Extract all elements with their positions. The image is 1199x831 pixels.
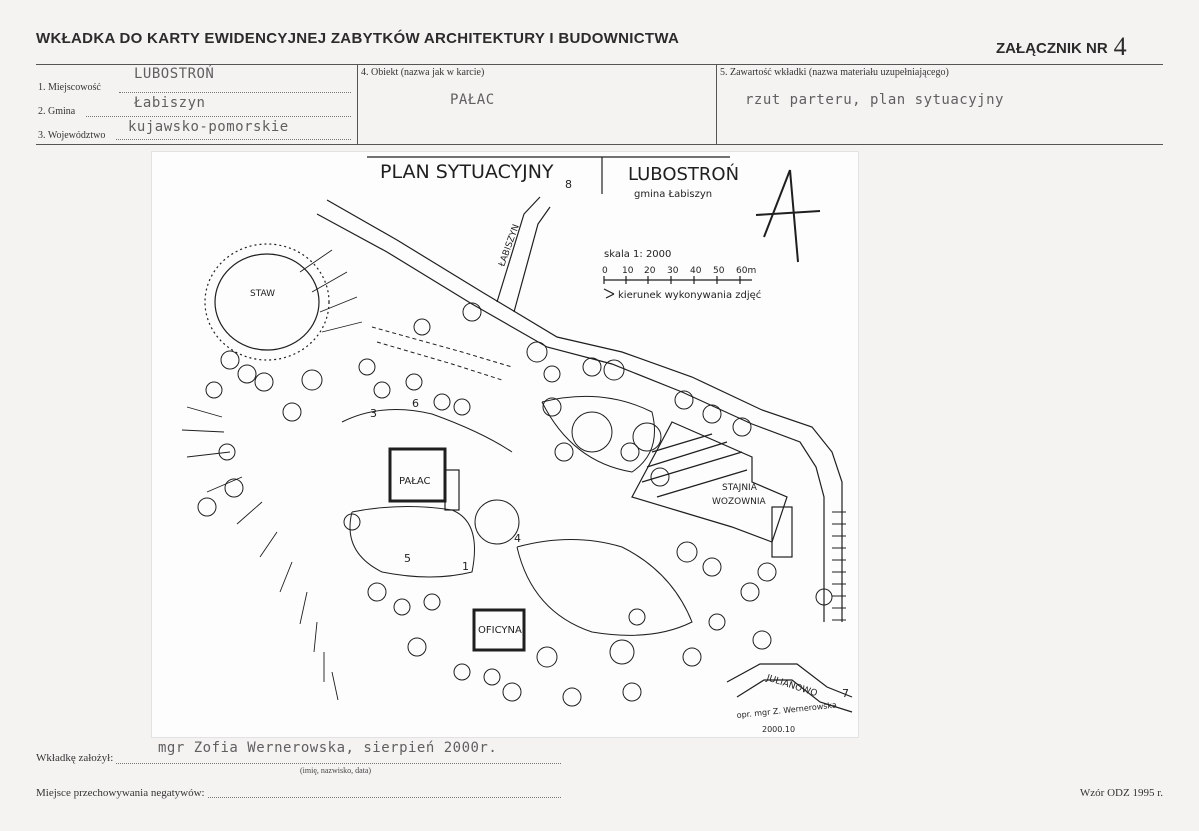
gmina-line: [86, 116, 351, 117]
author-label: Wkładkę założył:: [36, 752, 114, 764]
annex-label: ZAŁĄCZNIK NR 4: [996, 30, 1127, 61]
photo-point-5: 5: [404, 552, 411, 565]
zawartosc-label: 5. Zawartość wkładki (nazwa materiału uz…: [720, 67, 949, 78]
gmina-label: 2. Gmina: [38, 106, 76, 117]
scale-bar: [603, 276, 752, 284]
gmina-value: Łabiszyn: [134, 95, 206, 111]
scale-tick-10: 10: [622, 266, 634, 276]
pond: [204, 243, 330, 361]
plan-title: PLAN SYTUACYJNY: [380, 161, 554, 183]
site-plan: PLAN SYTUACYJNY LUBOSTROŃ gmina Łabiszyn…: [152, 152, 858, 737]
obiekt-label: 4. Obiekt (nazwa jak w karcie): [361, 67, 485, 78]
road-label-julianowo: JULIANOWO: [764, 673, 818, 699]
miejscowosc-line: [119, 92, 351, 93]
site-plan-drawing: PLAN SYTUACYJNY LUBOSTROŃ gmina Łabiszyn…: [181, 156, 853, 734]
palace-label: PAŁAC: [399, 476, 431, 487]
zawartosc-value: rzut parteru, plan sytuacyjny: [745, 92, 1004, 108]
scale-label: skala 1: 2000: [604, 249, 671, 260]
plan-commune: gmina Łabiszyn: [634, 189, 712, 200]
photo-point-7: 7: [842, 687, 849, 700]
stable-label-1: STAJNIA: [722, 483, 758, 493]
east-embankment: [832, 511, 846, 621]
main-road: [316, 199, 843, 622]
author-line: [116, 763, 561, 764]
scale-ticks: 0 10 20 30 40 50 60m: [602, 266, 756, 276]
wojewodztwo-value: kujawsko-pomorskie: [128, 119, 289, 135]
photo-point-3: 3: [370, 407, 377, 420]
wojewodztwo-label: 3. Województwo: [38, 130, 106, 141]
road-to-labisyn: [496, 196, 551, 313]
form-divider-1: [357, 64, 358, 144]
photo-points: 1 3 4 5 6 7 8: [370, 178, 849, 700]
palace-building: [388, 447, 447, 503]
photo-point-4: 4: [514, 532, 521, 545]
form-divider-2: [716, 64, 717, 144]
oficyna-label: OFICYNA: [478, 625, 522, 636]
author-value: mgr Zofia Wernerowska, sierpień 2000r.: [158, 740, 498, 756]
photo-point-6: 6: [412, 397, 419, 410]
miejscowosc-label: 1. Miejscowość: [38, 82, 101, 93]
annex-number: 4: [1113, 32, 1127, 61]
obiekt-value: PAŁAC: [450, 92, 495, 108]
palace-terrace: [444, 469, 460, 511]
form-top-rule: [36, 64, 1163, 65]
photo-point-1: 1: [462, 560, 469, 573]
author-hint: (imię, nazwisko, data): [300, 766, 372, 775]
garden-paths: [341, 326, 693, 636]
negatives-label: Miejsce przechowywania negatywów:: [36, 787, 205, 799]
form-id: Wzór ODZ 1995 r.: [1079, 787, 1163, 799]
scale-tick-30: 30: [667, 266, 679, 276]
trees: [197, 302, 833, 707]
scale-tick-60: 60m: [736, 266, 756, 276]
oficyna-building: [472, 608, 526, 652]
miejscowosc-value: LUBOSTROŃ: [134, 66, 215, 82]
negatives-line: [208, 797, 561, 798]
form-bottom-rule: [36, 144, 1163, 145]
plan-author: opr. mgr Z. Wernerowska: [736, 701, 837, 720]
stable-building: [631, 421, 793, 558]
sheet-title: WKŁADKA DO KARTY EWIDENCYJNEJ ZABYTKÓW A…: [36, 30, 680, 47]
plan-date: 2000.10: [762, 725, 795, 734]
west-slope-hatching: [181, 249, 363, 701]
plan-place: LUBOSTROŃ: [628, 163, 739, 185]
scale-tick-40: 40: [690, 266, 702, 276]
photo-point-8: 8: [565, 178, 572, 191]
road-to-julianowo: [726, 663, 853, 713]
north-arrow-icon: [755, 169, 821, 263]
scale-tick-20: 20: [644, 266, 656, 276]
photo-direction-note: kierunek wykonywania zdjęć: [618, 289, 761, 301]
scale-tick-0: 0: [602, 266, 608, 276]
wojewodztwo-line: [116, 139, 351, 140]
annex-label-text: ZAŁĄCZNIK NR: [996, 40, 1108, 57]
photo-direction-arrow-icon: [603, 288, 615, 299]
stable-label-2: WOZOWNIA: [712, 497, 767, 507]
scale-tick-50: 50: [713, 266, 725, 276]
pond-label: STAW: [250, 289, 275, 299]
